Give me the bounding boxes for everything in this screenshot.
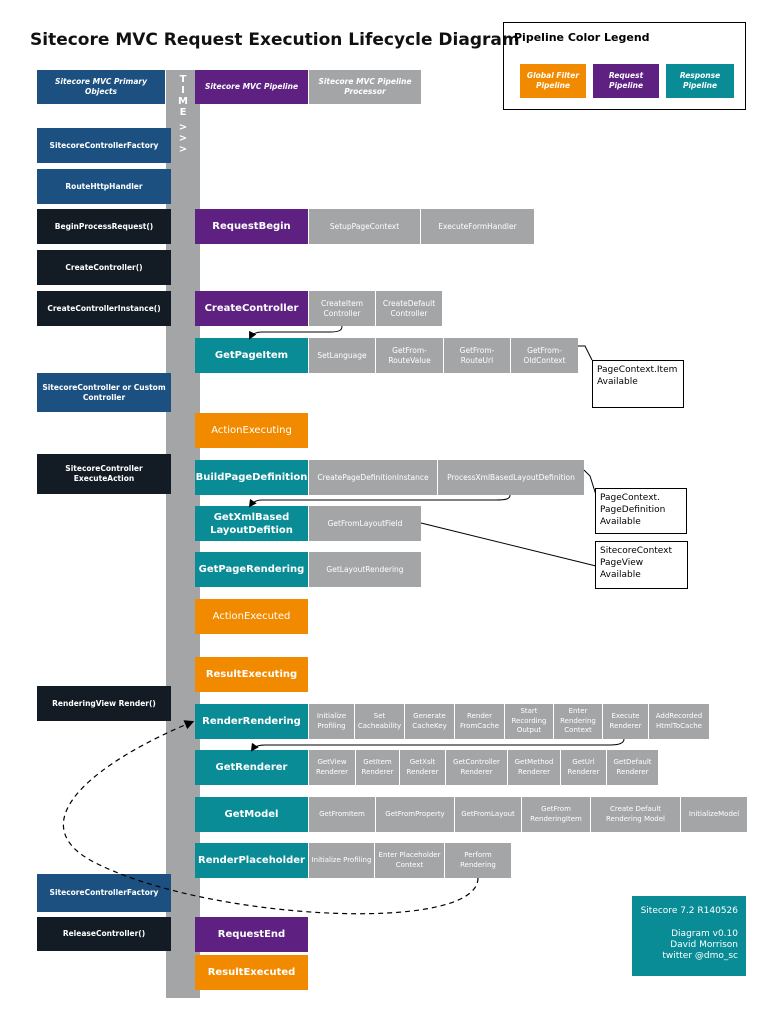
object-controller-factory-release: SitecoreControllerFactory xyxy=(37,874,171,912)
processor-get-url-renderer: GetUrl Renderer xyxy=(561,750,606,785)
arrow-create-controller-to-get-page-item xyxy=(249,325,343,340)
processor-get-item-renderer: GetItem Renderer xyxy=(356,750,399,785)
pipeline-get-model: GetModel xyxy=(195,797,308,832)
note-page-context-item: PageContext.Item Available xyxy=(592,360,684,408)
diagram-title: Sitecore MVC Request Execution Lifecycle… xyxy=(30,30,520,50)
pipeline-result-executed: ResultExecuted xyxy=(195,955,308,990)
processor-perform-rendering: Perform Rendering xyxy=(445,843,511,878)
pipeline-get-page-rendering: GetPageRendering xyxy=(195,552,308,587)
processor-get-from-route-value: GetFrom- RouteValue xyxy=(376,338,443,373)
processor-get-from-old-context: GetFrom- OldContext xyxy=(511,338,578,373)
processor-get-xslt-renderer: GetXslt Renderer xyxy=(400,750,445,785)
processor-get-from-route-url: GetFrom- RouteUrl xyxy=(444,338,510,373)
pipeline-create-controller: CreateController xyxy=(195,291,308,326)
legend-global-filter: Global Filter Pipeline xyxy=(520,64,586,98)
note-page-view: SitecoreContext PageView Available xyxy=(595,541,688,589)
note-page-definition: PageContext. PageDefinition Available xyxy=(595,488,687,534)
processor-get-from-property: GetFromProperty xyxy=(376,797,454,832)
object-execute-action: SitecoreController ExecuteAction xyxy=(37,454,171,494)
processor-execute-renderer: Execute Renderer xyxy=(603,704,648,739)
pipeline-get-page-item: GetPageItem xyxy=(195,338,308,373)
pipeline-request-begin: RequestBegin xyxy=(195,209,308,244)
processor-create-default-controller: CreateDefault Controller xyxy=(376,291,442,326)
processor-enter-placeholder-context: Enter Placeholder Context xyxy=(375,843,444,878)
processor-create-page-definition-instance: CreatePageDefinitionInstance xyxy=(309,460,437,495)
line-layout-field-to-note xyxy=(420,522,597,567)
object-begin-process-request: BeginProcessRequest() xyxy=(37,209,171,244)
pipeline-action-executing: ActionExecuting xyxy=(195,413,308,448)
pipeline-get-xml-based-layout: GetXmlBased LayoutDefition xyxy=(195,506,308,541)
dashed-loop-perform-rendering-to-render-rendering xyxy=(63,720,479,915)
header-pipeline: Sitecore MVC Pipeline xyxy=(195,70,308,104)
processor-get-controller-renderer: GetController Renderer xyxy=(446,750,507,785)
processor-enter-rendering-context: Enter Rendering Context xyxy=(554,704,602,739)
pipeline-build-page-definition: BuildPageDefinition xyxy=(195,460,308,495)
color-legend: Pipeline Color Legend Global Filter Pipe… xyxy=(503,22,746,110)
version-diagram: Diagram v0.10 xyxy=(671,929,738,939)
pipeline-render-rendering: RenderRendering xyxy=(195,704,308,739)
processor-initialize-profiling: Initialize Profiling xyxy=(309,704,354,739)
header-primary-objects: Sitecore MVC Primary Objects xyxy=(37,70,165,104)
version-info: Sitecore 7.2 R140526 Diagram v0.10 David… xyxy=(632,896,746,976)
processor-create-item-controller: CreateItem Controller xyxy=(309,291,375,326)
object-controller-factory: SitecoreControllerFactory xyxy=(37,128,171,163)
version-sitecore: Sitecore 7.2 R140526 xyxy=(640,906,738,916)
pipeline-request-end: RequestEnd xyxy=(195,917,308,952)
processor-set-language: SetLanguage xyxy=(309,338,375,373)
object-custom-controller: SitecoreController or Custom Controller xyxy=(37,373,171,412)
processor-render-from-cache: Render FromCache xyxy=(455,704,504,739)
processor-generate-cache-key: Generate CacheKey xyxy=(405,704,454,739)
line-process-xml-to-note xyxy=(583,469,597,496)
processor-get-from-layout: GetFromLayout xyxy=(455,797,521,832)
legend-request: Request Pipeline xyxy=(593,64,659,98)
object-release-controller: ReleaseController() xyxy=(37,917,171,951)
processor-setup-page-context: SetupPageContext xyxy=(309,209,420,244)
pipeline-render-placeholder: RenderPlaceholder xyxy=(195,843,308,878)
processor-set-cacheability: Set Cacheability xyxy=(355,704,404,739)
processor-get-from-item: GetFromItem xyxy=(309,797,375,832)
legend-response: Response Pipeline xyxy=(666,64,734,98)
header-pipeline-processor: Sitecore MVC Pipeline Processor xyxy=(309,70,421,104)
processor-process-xml-based-layout-definition: ProcessXmlBasedLayoutDefinition xyxy=(438,460,584,495)
processor-get-from-layout-field: GetFromLayoutField xyxy=(309,506,421,541)
line-old-context-to-note xyxy=(578,345,593,361)
processor-execute-form-handler: ExecuteFormHandler xyxy=(421,209,534,244)
version-twitter: twitter @dmo_sc xyxy=(662,951,738,961)
processor-placeholder-initialize-profiling: Initialize Profiling xyxy=(309,843,374,878)
object-rendering-view-render: RenderingView Render() xyxy=(37,686,171,721)
time-axis xyxy=(166,70,200,998)
pipeline-action-executed: ActionExecuted xyxy=(195,599,308,634)
processor-get-view-renderer: GetView Renderer xyxy=(309,750,355,785)
processor-get-default-renderer: GetDefault Renderer xyxy=(607,750,658,785)
pipeline-result-executing: ResultExecuting xyxy=(195,657,308,692)
arrow-execute-renderer-to-get-renderer xyxy=(250,738,625,752)
processor-add-recorded-html-to-cache: AddRecorded HtmlToCache xyxy=(649,704,709,739)
processor-create-default-rendering-model: Create Default Rendering Model xyxy=(591,797,680,832)
processor-start-recording-output: Start Recording Output xyxy=(505,704,553,739)
object-route-http-handler: RouteHttpHandler xyxy=(37,169,171,204)
processor-get-layout-rendering: GetLayoutRendering xyxy=(309,552,421,587)
processor-get-method-renderer: GetMethod Renderer xyxy=(508,750,560,785)
arrow-build-definition-to-get-xml xyxy=(248,494,511,508)
object-create-controller-instance: CreateControllerInstance() xyxy=(37,291,171,326)
legend-title: Pipeline Color Legend xyxy=(514,31,650,44)
version-author: David Morrison xyxy=(670,940,738,950)
object-create-controller: CreateController() xyxy=(37,250,171,285)
pipeline-get-renderer: GetRenderer xyxy=(195,750,308,785)
processor-initialize-model: InitializeModel xyxy=(681,797,747,832)
processor-get-from-rendering-item: GetFrom RenderingItem xyxy=(522,797,590,832)
